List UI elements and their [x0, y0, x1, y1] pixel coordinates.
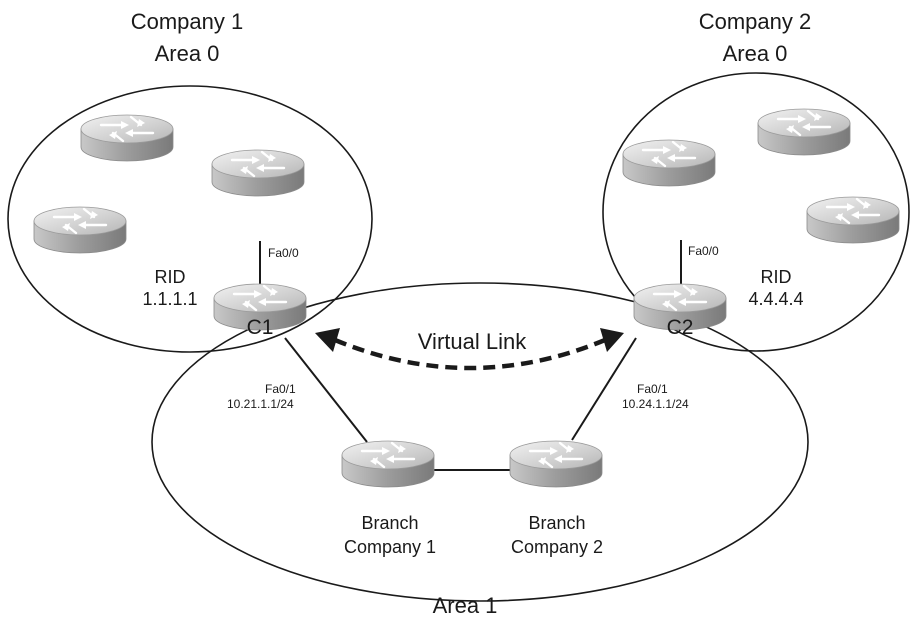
- company1-area0-boundary: [7, 85, 373, 353]
- router-icon: [340, 439, 436, 489]
- router-icon: [805, 195, 901, 245]
- virtual-link-label: Virtual Link: [417, 329, 527, 354]
- c2-rid-value: 4.4.4.4: [748, 289, 804, 309]
- c2-fa01-ip: 10.24.1.1/24: [622, 397, 689, 411]
- c1-rid-value: 1.1.1.1: [142, 289, 198, 309]
- virtual-link-arrow: [334, 337, 606, 371]
- c1-fa01-label: Fa0/1: [265, 382, 296, 396]
- router-icon: [621, 138, 717, 188]
- router-icon: [210, 148, 306, 198]
- router-icon: [508, 439, 604, 489]
- c2-rid-label: RID: [760, 267, 792, 287]
- c2-branch2-link: [571, 337, 637, 441]
- c2-fa01-label: Fa0/1: [637, 382, 668, 396]
- c1-fa00-label: Fa0/0: [268, 246, 299, 260]
- branch1-label-line2: Company 1: [343, 537, 437, 557]
- c1-branch1-link: [284, 337, 368, 443]
- c1-router-name: C1: [246, 316, 274, 339]
- virtual-link-arrowhead-left: [315, 328, 340, 352]
- branch2-label-line2: Company 2: [510, 537, 604, 557]
- company2-area0-boundary: [602, 72, 910, 352]
- c1-fa01-ip: 10.21.1.1/24: [227, 397, 294, 411]
- area1-label: Area 1: [432, 593, 498, 618]
- area1-boundary: [151, 282, 809, 602]
- branch2-label-line1: Branch: [528, 513, 586, 533]
- c2-router-name: C2: [666, 316, 694, 339]
- router-icon: [32, 205, 128, 255]
- router-icon: [79, 113, 175, 163]
- c2-fa00-label: Fa0/0: [688, 244, 719, 258]
- virtual-link-arrowhead-right: [600, 328, 624, 352]
- router-icon: [756, 107, 852, 157]
- company1-area-label: Area 0: [154, 41, 220, 66]
- company2-area-label: Area 0: [722, 41, 788, 66]
- branch1-label-line1: Branch: [361, 513, 419, 533]
- c1-rid-label: RID: [154, 267, 186, 287]
- company1-label: Company 1: [130, 9, 244, 34]
- company2-label: Company 2: [698, 9, 812, 34]
